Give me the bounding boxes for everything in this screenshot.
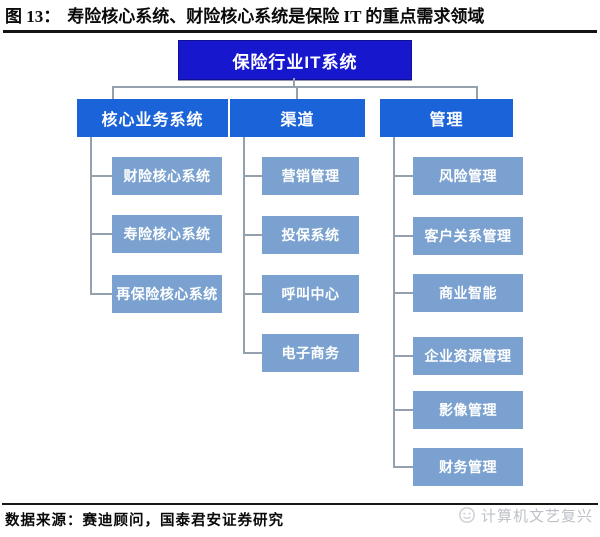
node-customer-relationship-management: 客户关系管理 [413, 217, 523, 255]
connector-stub-crm [393, 235, 413, 237]
node-insurance-industry-it-system: 保险行业IT系统 [178, 40, 412, 80]
connector-trunk-channel [243, 137, 245, 353]
connector-root-riser [293, 78, 295, 87]
node-enterprise-resource-management: 企业资源管理 [413, 337, 523, 375]
watermark-logo-icon [459, 507, 475, 523]
connector-drop-core [112, 86, 114, 99]
connector-stub-property-core [90, 175, 112, 177]
connector-stub-ecommerce [243, 352, 262, 354]
connector-stub-imaging [393, 409, 413, 411]
node-imaging-management: 影像管理 [413, 391, 523, 429]
connector-drop-management [476, 86, 478, 99]
figure-number-label: 图 13： [5, 7, 61, 26]
node-core-business-systems: 核心业务系统 [77, 99, 228, 137]
data-source-text: 数据来源：赛迪顾问，国泰君安证券研究 [5, 513, 284, 529]
connector-stub-finance [393, 466, 413, 468]
node-reinsurance-core-system: 再保险核心系统 [112, 275, 222, 313]
node-channels: 渠道 [230, 99, 365, 137]
node-life-insurance-core-system: 寿险核心系统 [112, 215, 222, 253]
connector-drop-channel [296, 86, 298, 99]
node-management: 管理 [380, 99, 513, 137]
connector-stub-reinsurance-core [90, 293, 112, 295]
connector-distribution-line [112, 86, 478, 88]
node-call-center: 呼叫中心 [262, 275, 359, 313]
connector-stub-bi [393, 292, 413, 294]
connector-stub-life-core [90, 233, 112, 235]
figure-title: 寿险核心系统、财险核心系统是保险 IT 的重点需求领域 [67, 7, 485, 26]
connector-stub-erp [393, 355, 413, 357]
connector-stub-risk [393, 175, 413, 177]
connector-trunk-core [90, 137, 92, 294]
connector-stub-marketing [243, 175, 262, 177]
connector-stub-underwriting [243, 234, 262, 236]
connector-stub-call-center [243, 293, 262, 295]
node-e-commerce: 电子商务 [262, 334, 359, 372]
node-risk-management: 风险管理 [413, 157, 523, 195]
figure-caption: 图 13： 寿险核心系统、财险核心系统是保险 IT 的重点需求领域 [5, 5, 597, 28]
node-property-insurance-core-system: 财险核心系统 [112, 157, 222, 195]
footer-rule [2, 503, 598, 505]
node-underwriting-system: 投保系统 [262, 216, 359, 254]
watermark: 计算机文艺复兴 [458, 502, 598, 528]
node-business-intelligence: 商业智能 [413, 274, 523, 312]
node-financial-management: 财务管理 [413, 448, 523, 486]
node-marketing-management: 营销管理 [262, 157, 359, 195]
title-underline [3, 30, 597, 33]
connector-trunk-management [393, 137, 395, 467]
watermark-text: 计算机文艺复兴 [481, 507, 594, 525]
